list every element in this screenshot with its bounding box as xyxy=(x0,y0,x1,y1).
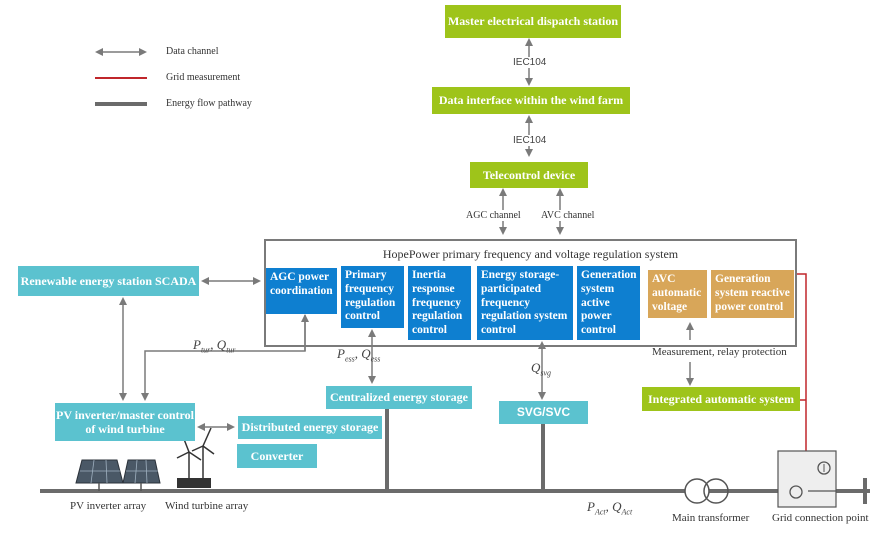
main-transformer-icon xyxy=(684,478,729,504)
data-interface-box: Data interface within the wind farm xyxy=(432,87,630,114)
active-power-control-box: Generation system active power control xyxy=(577,266,640,340)
centralized-storage-box: Centralized energy storage xyxy=(326,386,472,409)
iec104-label-2: IEC104 xyxy=(511,135,549,146)
legend-grid-measurement-label: Grid measurement xyxy=(166,72,241,83)
avc-voltage-box: AVC automatic voltage xyxy=(648,270,707,318)
wind-turbine-icon xyxy=(176,427,215,488)
telecontrol-box: Telecontrol device xyxy=(470,162,588,188)
converter-box: Converter xyxy=(237,444,317,468)
distributed-storage-box: Distributed energy storage xyxy=(238,416,382,439)
legend-data-channel-label: Data channel xyxy=(166,46,219,57)
iec104-label: IEC104 xyxy=(511,57,549,68)
measurement-label: Measurement, relay protection xyxy=(652,346,787,358)
solar-panel-icon xyxy=(122,459,161,491)
legend-energy-flow-label: Energy flow pathway xyxy=(166,98,252,109)
grid-connection-label: Grid connection point xyxy=(772,512,869,524)
system-title: HopePower primary frequency and voltage … xyxy=(382,247,679,261)
inertia-response-box: Inertia response frequency regulation co… xyxy=(408,266,471,340)
primary-frequency-box: Primary frequency regulation control xyxy=(341,266,404,328)
main-transformer-label: Main transformer xyxy=(672,512,750,524)
avc-channel-label: AVC channel xyxy=(541,210,595,221)
grid-connection-point-icon xyxy=(777,450,837,508)
pv-inverter-box: PV inverter/master control of wind turbi… xyxy=(55,403,195,441)
p-act-label: PAct, QAct xyxy=(587,499,633,517)
agc-power-coordination-box: AGC power coordination xyxy=(266,268,337,314)
master-dispatch-box: Master electrical dispatch station xyxy=(445,5,621,38)
agc-channel-label: AGC channel xyxy=(466,210,521,221)
energy-storage-control-box: Energy storage-participated frequency re… xyxy=(477,266,573,340)
solar-panel-icon xyxy=(75,459,124,491)
wind-array-label: Wind turbine array xyxy=(165,500,249,512)
p-tur-label: Ptur, Qtur xyxy=(193,337,236,355)
p-ess-label: Pess, Qess xyxy=(337,346,381,364)
scada-box: Renewable energy station SCADA xyxy=(18,266,199,296)
regulation-system-frame: HopePower primary frequency and voltage … xyxy=(264,239,797,347)
q-svg-label: Qsvg xyxy=(531,360,552,378)
integrated-automatic-box: Integrated automatic system xyxy=(642,387,800,411)
svg-svc-box: SVG/SVC xyxy=(499,401,588,424)
pv-array-label: PV inverter array xyxy=(70,500,147,512)
reactive-power-control-box: Generation system reactive power control xyxy=(711,270,794,318)
